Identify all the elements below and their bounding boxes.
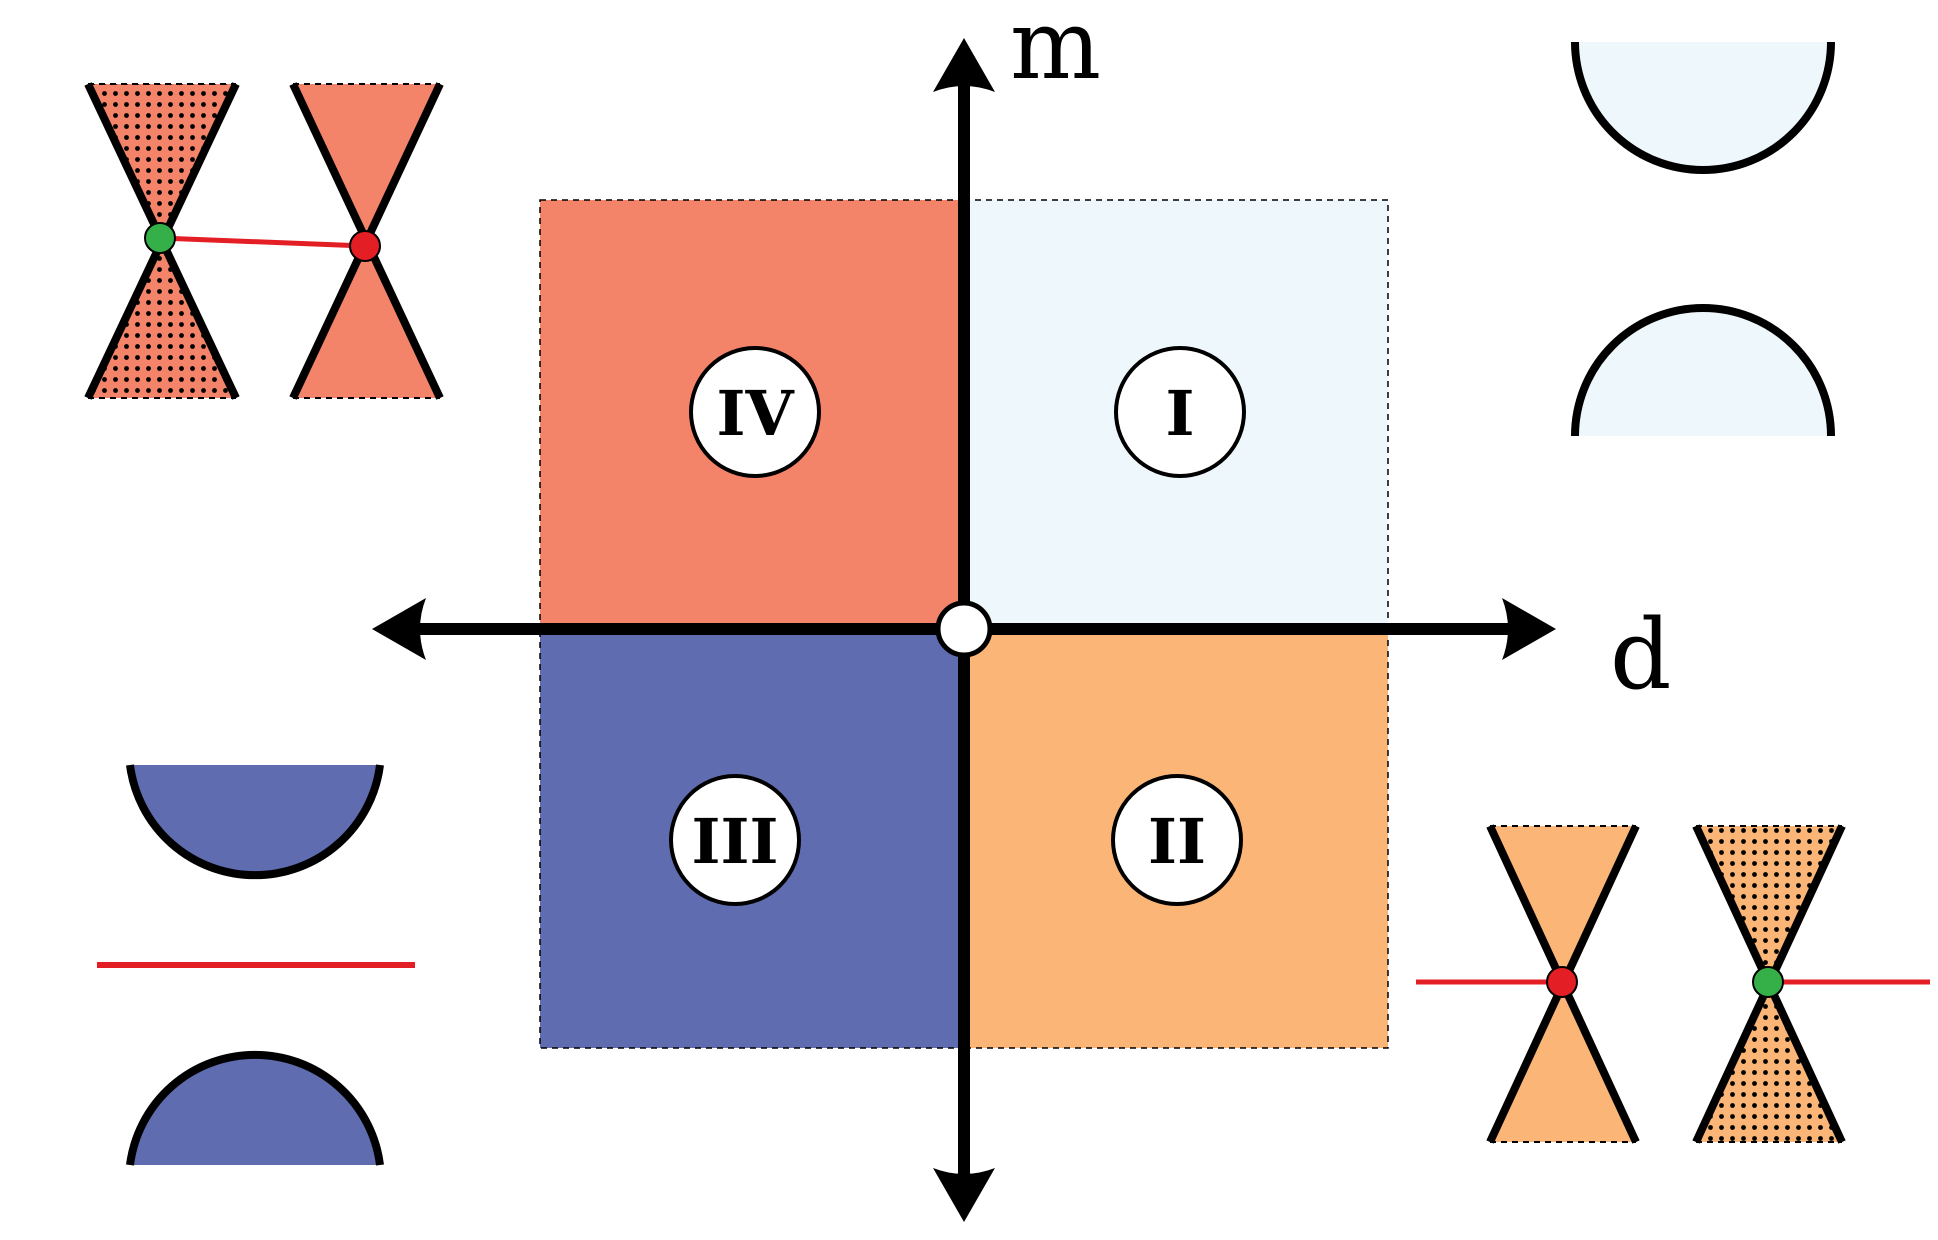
gapped-bands-quadrant-i (1571, 41, 1835, 437)
origin-point (935, 600, 993, 658)
quadrant-ii-badge: II (1111, 774, 1243, 906)
horizontal-axis-label: d (1610, 599, 1671, 711)
connecting-line (159, 235, 366, 249)
svg-text:I: I (1165, 377, 1194, 450)
vertical-axis-label: m (1010, 0, 1101, 101)
red-point (349, 230, 381, 262)
dirac-cones-quadrant-ii (1416, 824, 1930, 1144)
svg-text:III: III (691, 805, 778, 878)
quadrant-i-badge: I (1114, 346, 1246, 478)
svg-text:IV: IV (716, 377, 794, 450)
svg-text:II: II (1148, 805, 1206, 878)
quadrant-iii-badge: III (669, 774, 801, 906)
dirac-cones-quadrant-iv (84, 82, 444, 400)
green-point (144, 222, 176, 254)
quadrant-iv-badge: IV (689, 346, 821, 478)
red-point (1546, 966, 1578, 998)
green-point (1752, 966, 1784, 998)
gapped-bands-quadrant-iii (97, 764, 415, 1166)
